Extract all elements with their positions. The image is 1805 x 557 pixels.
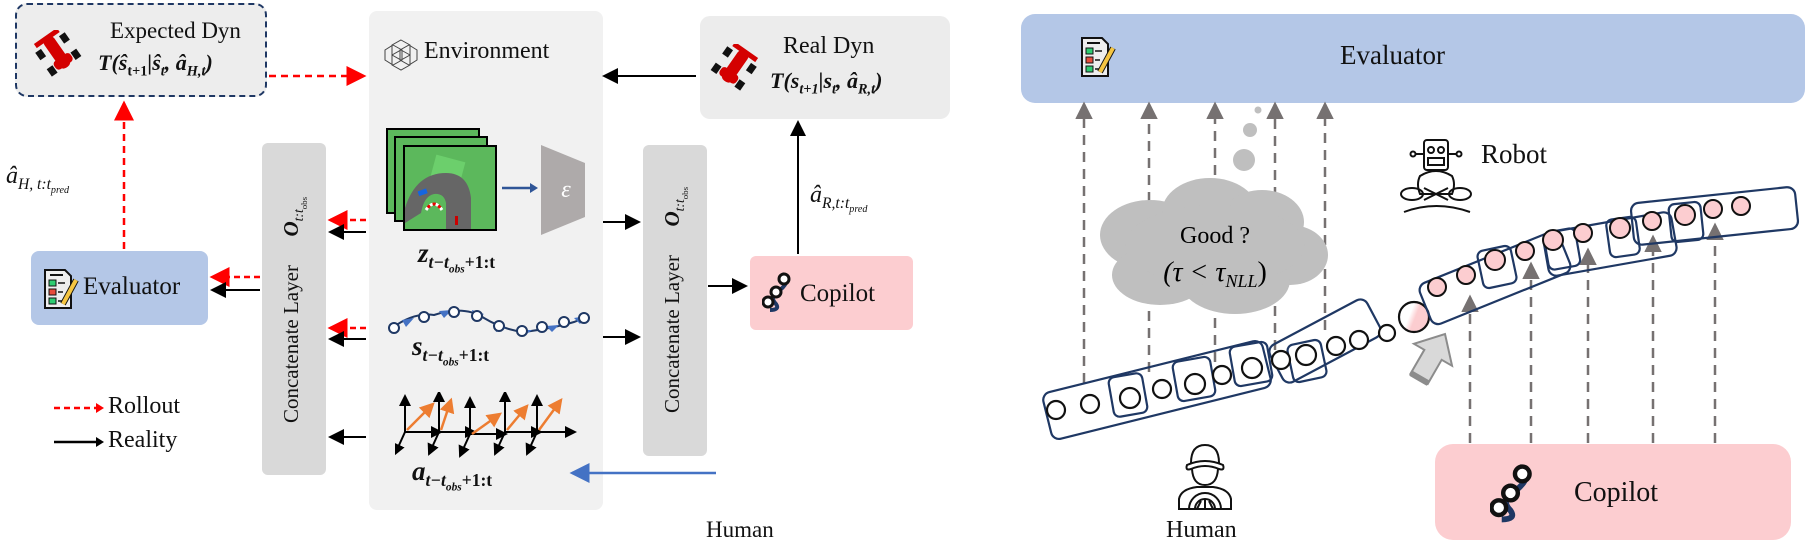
- pred-subsub: pred: [849, 203, 868, 215]
- formula-sub: H,t: [186, 63, 206, 80]
- pred-main: â: [810, 182, 822, 208]
- formula-part: |s: [818, 68, 833, 93]
- expected-dyn-formula: T(ŝt+1|ŝt, âH,t): [98, 50, 213, 80]
- robot-trajectory: [1418, 186, 1800, 326]
- z-main: z: [418, 238, 429, 268]
- checklist-icon: [44, 269, 79, 309]
- formula-part: ): [205, 50, 213, 75]
- trajectory-icon: [762, 272, 791, 312]
- action-axes: [395, 392, 577, 458]
- encoder-symbol: ε: [561, 177, 571, 203]
- legend-rollout-line: [54, 403, 104, 413]
- formula-part: ): [875, 68, 883, 93]
- formula-part: T(ŝ: [98, 50, 128, 75]
- pred-sub: R,t:t: [822, 194, 850, 212]
- concat-layer-left: [262, 143, 326, 475]
- takeover-arrow: [1408, 332, 1454, 386]
- state-trajectory: [388, 306, 590, 337]
- a-label: at−tobs+1:t: [412, 456, 492, 494]
- pred-subsub: pred: [50, 184, 70, 196]
- rollout-arrows: [114, 66, 367, 338]
- robot-pred-action-label: âR,t:tpred: [810, 182, 867, 215]
- race-car-icon: [33, 30, 82, 77]
- z-tail: +1:t: [464, 252, 496, 273]
- z-sub: t−t: [428, 252, 449, 273]
- s-sub: t−t: [422, 345, 443, 366]
- real-dyn-title: Real Dyn: [783, 33, 875, 59]
- environment-title: Environment: [424, 38, 550, 64]
- checklist-icon: [1081, 37, 1116, 77]
- concat-layer-right: [643, 145, 707, 456]
- legend-reality-line: [54, 437, 104, 447]
- human-driver-icon: [1178, 443, 1232, 510]
- s-label: st−tobs+1:t: [412, 331, 489, 369]
- formula-part: , â: [164, 50, 187, 75]
- formula-sub: t: [832, 81, 836, 98]
- human-label-right: Human: [1166, 517, 1237, 543]
- a-subsub: obs: [445, 481, 462, 494]
- game-frames-stack: [386, 128, 497, 231]
- formula-part: , â: [836, 68, 858, 93]
- formula-sub: R,t: [858, 81, 876, 98]
- formula-sub: t+1: [127, 63, 148, 80]
- a-tail: +1:t: [461, 470, 493, 491]
- copilot-box-right: [1435, 444, 1791, 540]
- race-car-icon: [710, 44, 759, 91]
- thought-cloud: [1100, 106, 1328, 314]
- evaluator-left-label: Evaluator: [83, 273, 181, 300]
- legend-rollout-label: Rollout: [108, 393, 181, 419]
- copilot-left-label: Copilot: [800, 280, 876, 307]
- human-label-left: Human: [706, 517, 774, 542]
- thought-sub: NLL: [1224, 271, 1257, 291]
- formula-part: |ŝ: [147, 50, 161, 75]
- reality-arrows: [210, 68, 806, 445]
- pred-sub: H, t:t: [18, 175, 51, 193]
- s-tail: +1:t: [458, 345, 490, 366]
- s-main: s: [412, 331, 423, 361]
- thought-line1: Good ?: [1180, 223, 1250, 249]
- formula-sub: t: [160, 63, 165, 80]
- s-subsub: obs: [442, 356, 459, 369]
- thought-main: (τ < τ: [1163, 257, 1226, 288]
- human-trajectory: [1042, 298, 1431, 441]
- a-main: a: [412, 456, 426, 486]
- formula-part: T(s: [770, 68, 800, 93]
- legend-reality-label: Reality: [108, 427, 178, 453]
- thought-end: ): [1257, 257, 1266, 288]
- thought-line2: (τ < τNLL): [1163, 257, 1267, 291]
- evaluator-bar-right: [1021, 14, 1805, 103]
- z-label: zt−tobs+1:t: [418, 238, 495, 276]
- robot-label: Robot: [1481, 139, 1548, 169]
- formula-sub: t+1: [799, 81, 819, 98]
- a-sub: t−t: [425, 470, 446, 491]
- evaluator-right-label: Evaluator: [1340, 40, 1445, 70]
- pred-main: â: [6, 163, 18, 189]
- real-dyn-formula: T(st+1|st, âR,t): [770, 68, 882, 98]
- copilot-right-label: Copilot: [1574, 477, 1659, 508]
- human-pred-action-label: âH, t:tpred: [6, 163, 69, 196]
- z-subsub: obs: [448, 263, 465, 276]
- robot-icon: [1400, 139, 1472, 213]
- environment-icon: [384, 39, 418, 71]
- expected-dyn-title: Expected Dyn: [110, 18, 241, 43]
- frames-to-encoder-arrow: [502, 183, 538, 193]
- trajectory-icon: [1490, 464, 1532, 523]
- left-arrows: [114, 66, 806, 483]
- encoder-block: ε: [541, 145, 585, 235]
